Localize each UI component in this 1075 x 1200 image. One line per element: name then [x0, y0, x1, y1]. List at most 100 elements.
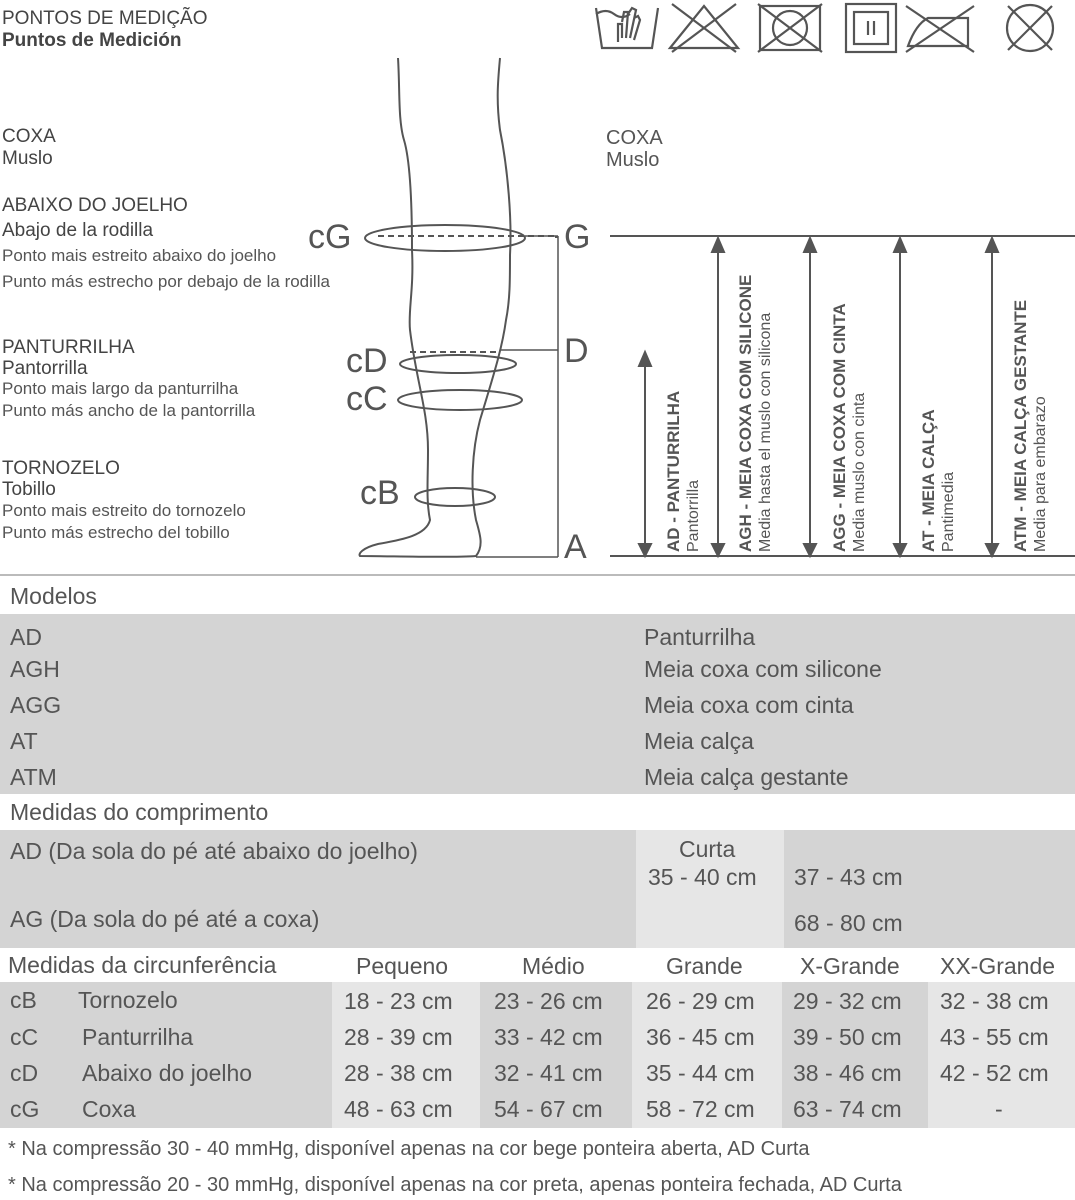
cd-cc-rings [397, 351, 523, 411]
agh-model-sub: Media hasta el muslo con silicona [757, 313, 774, 552]
page-title-es: Puntos de Medición [2, 30, 182, 51]
model-code: AD [10, 624, 42, 650]
right-coxa-es: Muslo [606, 149, 659, 171]
panturrilha-desc-pt: Ponto mais largo da panturrilha [2, 379, 239, 398]
at-model-label: AT - MEIA CALÇA [919, 409, 938, 552]
panturrilha-label-pt: PANTURRILHA [2, 337, 135, 358]
footnote: * Na compressão 20 - 30 mmHg, disponível… [8, 1174, 902, 1196]
size-header: Pequeno [356, 953, 449, 979]
no-iron-icon [905, 5, 975, 53]
coxa-label-pt: COXA [2, 126, 56, 147]
circ-value: 33 - 42 cm [494, 1024, 603, 1050]
model-desc: Panturrilha [644, 624, 756, 650]
no-tumble-dry-icon [757, 3, 823, 53]
circ-code: cB [10, 987, 37, 1013]
circ-value: 58 - 72 cm [646, 1096, 755, 1122]
circ-name: Tornozelo [78, 987, 178, 1013]
circ-code: cD [10, 1060, 39, 1086]
circ-value: 28 - 38 cm [344, 1060, 453, 1086]
right-measure-lines [610, 235, 1075, 557]
circ-value: - [995, 1096, 1003, 1122]
circ-value: 32 - 38 cm [940, 988, 1049, 1014]
circ-value: 39 - 50 cm [793, 1024, 902, 1050]
ad-length-value: 37 - 43 cm [794, 864, 903, 890]
cb-ring [414, 487, 496, 507]
curta-value: 35 - 40 cm [648, 864, 757, 890]
circ-name: Panturrilha [82, 1024, 194, 1050]
cg-ring [364, 224, 558, 252]
circ-code: cG [10, 1096, 40, 1122]
curta-cell: Curta 35 - 40 cm [636, 830, 784, 948]
cb-label: cB [360, 474, 400, 512]
joelho-label-es: Abajo de la rodilla [2, 220, 154, 241]
at-model-sub: Pantimedia [940, 472, 957, 552]
ad-model-sub: Pantorrilla [685, 480, 702, 552]
atm-model-label: ATM - MEIA CALÇA GESTANTE [1011, 300, 1030, 552]
modelos-table: AD Panturrilha AGH Meia coxa com silicon… [0, 614, 1075, 794]
circ-col-xgrande [782, 982, 928, 1128]
no-bleach-icon [667, 3, 741, 53]
tornozelo-desc-pt: Ponto mais estreito do tornozelo [2, 501, 246, 520]
page-title-pt: PONTOS DE MEDIÇÃO [2, 8, 208, 29]
ad-length-label: AD (Da sola do pé até abaixo do joelho) [10, 838, 418, 864]
tornozelo-label-es: Tobillo [2, 479, 56, 500]
care-icons-row [594, 2, 1055, 54]
agh-model-label: AGH - MEIA COXA COM SILICONE [736, 275, 755, 552]
line-dry-shade-icon [844, 2, 898, 54]
circ-value: 48 - 63 cm [344, 1096, 453, 1122]
circunferencia-title: Medidas da circunferência [8, 952, 277, 978]
circ-label-column [0, 982, 332, 1128]
circ-col-xxgrande [928, 982, 1075, 1128]
circ-code: cC [10, 1024, 39, 1050]
measure-bracket [476, 235, 559, 558]
circ-col-medio [480, 982, 632, 1128]
circ-value: 63 - 74 cm [793, 1096, 902, 1122]
model-code: AGH [10, 656, 60, 682]
hand-wash-icon [594, 6, 660, 50]
right-coxa-pt: COXA [606, 127, 663, 149]
agg-model-sub: Media muslo con cinta [851, 393, 868, 552]
divider [0, 574, 1075, 576]
modelos-title: Modelos [10, 583, 97, 609]
ad-model-label: AD - PANTURRILHA [664, 391, 683, 552]
joelho-desc-pt: Ponto mais estreito abaixo do joelho [2, 246, 277, 265]
comprimento-title: Medidas do comprimento [10, 799, 269, 825]
circ-value: 23 - 26 cm [494, 988, 603, 1014]
circ-value: 28 - 39 cm [344, 1024, 453, 1050]
circ-value: 38 - 46 cm [793, 1060, 902, 1086]
comprimento-label-cell: AD (Da sola do pé até abaixo do joelho) … [0, 830, 636, 948]
circ-value: 18 - 23 cm [344, 988, 453, 1014]
leg-outline [358, 57, 512, 558]
circ-value: 36 - 45 cm [646, 1024, 755, 1050]
comprimento-value-cell: 37 - 43 cm 68 - 80 cm [784, 830, 1075, 948]
circ-col-pequeno [332, 982, 480, 1128]
leg-diagram: cG cD cC cB G D A COXA Muslo AD - PANTUR… [308, 57, 1075, 566]
size-header: Médio [522, 953, 585, 979]
model-code: ATM [10, 764, 57, 790]
cc-label: cC [346, 380, 388, 418]
ag-length-value: 68 - 80 cm [794, 910, 903, 936]
joelho-label-pt: ABAIXO DO JOELHO [2, 195, 188, 216]
model-desc: Meia coxa com silicone [644, 656, 882, 682]
circ-name: Abaixo do joelho [82, 1060, 253, 1086]
model-desc: Meia coxa com cinta [644, 692, 854, 718]
panturrilha-desc-es: Punto más ancho de la pantorrilla [2, 401, 256, 420]
a-point-label: A [564, 528, 587, 566]
tornozelo-label-pt: TORNOZELO [2, 458, 120, 479]
size-header: X-Grande [800, 953, 900, 979]
panturrilha-label-es: Pantorrilla [2, 358, 88, 379]
agg-model-label: AGG - MEIA COXA COM CINTA [830, 303, 849, 552]
no-dry-clean-icon [1005, 3, 1055, 53]
model-desc: Meia calça gestante [644, 764, 849, 790]
circ-name: Coxa [82, 1096, 136, 1122]
circ-value: 43 - 55 cm [940, 1024, 1049, 1050]
model-arrows [637, 235, 1000, 559]
circ-value: 32 - 41 cm [494, 1060, 603, 1086]
footnote: * Na compressão 30 - 40 mmHg, disponível… [8, 1138, 810, 1160]
circ-value: 54 - 67 cm [494, 1096, 603, 1122]
circ-col-grande [632, 982, 782, 1128]
cd-label: cD [346, 342, 388, 380]
tornozelo-desc-es: Punto más estrecho del tobillo [2, 523, 230, 542]
model-code: AGG [10, 692, 62, 718]
atm-model-sub: Media para embarazo [1032, 396, 1049, 552]
